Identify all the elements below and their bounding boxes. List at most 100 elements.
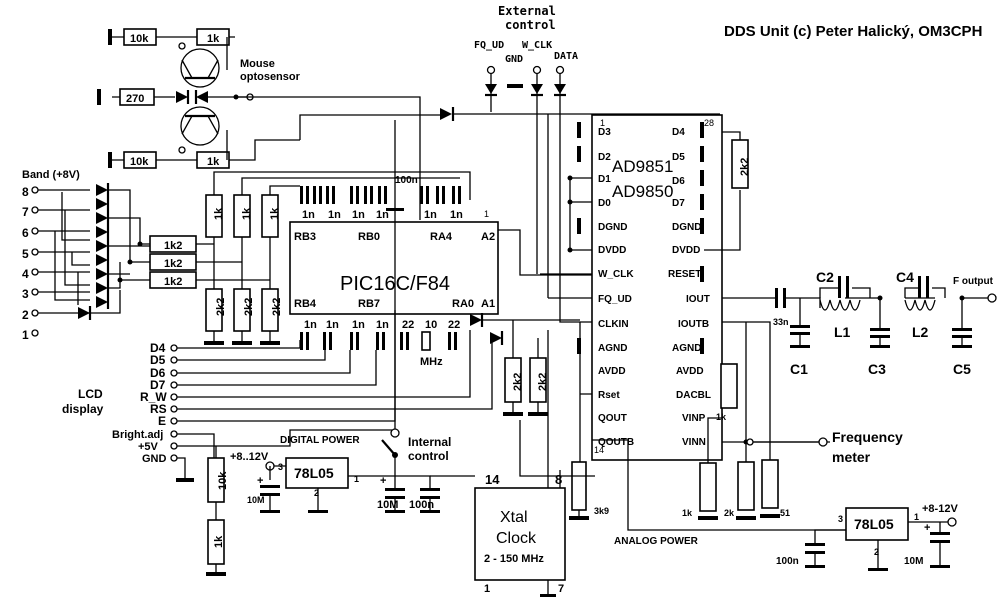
pic-pin-ra4: RA4 [430,231,453,243]
lcd-terminal-gnd[interactable] [170,454,178,462]
cap-analog-1-label: 100n [776,556,799,567]
band-num-3: 3 [22,287,29,301]
cap-digital-1-label: 10M [247,495,265,505]
resistor-out-1k [699,462,717,512]
ext-diode-data [554,84,566,94]
band-terminal-2[interactable] [31,309,39,317]
filter-l2-label: L2 [912,324,929,340]
resistor-rset-label: 3k9 [594,506,609,516]
dds-pin-agnd-r: AGND [672,343,701,354]
dds-pin-d1: D1 [598,174,611,185]
lcd-pin-d7: D7 [150,378,166,392]
resistor-ra0-label: 2k2 [512,373,524,391]
dds-pin-dgnd-l: DGND [598,222,627,233]
xtal-clock-body [474,487,566,581]
dds-pin-qout: QOUT [598,413,627,424]
frequency-meter-label-2: meter [832,449,871,465]
lcd-terminal-d4[interactable] [170,344,178,352]
band-terminal-5[interactable] [31,248,39,256]
resistor-10k-bottom-label: 10k [130,156,149,168]
lcd-pin-e: E [158,414,166,428]
dds-pin-dacbl: DACBL [676,390,711,401]
ext-connector-data[interactable] [555,65,565,75]
band-num-2: 2 [22,308,29,322]
pic-cap-1n-4: 1n [376,209,389,221]
digital-power-label: DIGITAL POWER [280,435,360,446]
resistor-vinn-1k [720,363,738,409]
dds-pin-ioutb: IOUTB [678,319,709,330]
pic-bottom-capacitors [300,331,457,351]
band-num-5: 5 [22,247,29,261]
ext-connector-fq-ud[interactable] [486,65,496,75]
regulator-analog-name: 78L05 [854,516,894,532]
cap-digital-3-label: 100n [409,499,434,511]
band-terminal-8[interactable] [31,186,39,194]
dds-pin-dgnd-r: DGND [672,222,701,233]
dds-pin14-number: 14 [594,445,604,455]
band-num-4: 4 [22,267,29,281]
regulator-analog-pin-in: 3 [838,514,843,524]
analog-power-input-terminal[interactable] [947,517,957,527]
lcd-terminal-e[interactable] [170,417,178,425]
cap-digital-plus-1: + [257,475,263,487]
frequency-meter-terminal[interactable] [818,437,828,447]
mouse-optosensor-block: 10k 1k 270 10k 1k Mouse optosensor [97,28,720,220]
lcd-pin-gnd: GND [142,453,167,465]
lcd-pin-bright: Bright.adj [112,429,163,441]
lcd-terminal-bright[interactable] [170,430,178,438]
pic-top-capacitors [300,186,461,211]
resistor-1k-bottom [196,151,230,169]
pic-pin-ra0: RA0 [452,298,474,310]
lcd-pin-d4: D4 [150,341,166,355]
external-control-heading-1: External [498,4,556,18]
lcd-pin-d6: D6 [150,366,166,380]
pic-crystal-freq: 10 [425,319,437,331]
internal-control-switch[interactable] [381,439,396,456]
xtal-label-3: 2 - 150 MHz [484,553,544,565]
band-terminal-6[interactable] [31,227,39,235]
resistor-10k-top [123,28,157,46]
dds-pin-fq-ud: FQ_UD [598,294,632,305]
ext-connector-w-clk[interactable] [532,65,542,75]
band-terminal-7[interactable] [31,206,39,214]
led-right [196,91,208,103]
cap-digital-2-label: 10M [377,499,398,511]
f-output-terminal[interactable] [987,293,997,303]
frequency-meter-block: Frequency meter [818,429,903,465]
filter-c3-label: C3 [868,361,886,377]
pic-cap-1n-1: 1n [302,209,315,221]
resistor-dds-label: 2k2 [739,158,751,176]
dds-pin-d2: D2 [598,152,611,163]
lcd-terminal-r-w[interactable] [170,393,178,401]
lcd-terminal-d6[interactable] [170,369,178,377]
resistor-270-label: 270 [126,93,144,105]
pic-pull-resistors: 1k 1k 1k 2k2 2k2 2k2 [204,194,283,345]
filter-c4-label: C4 [896,269,914,285]
dds-pin-avdd-r: AVDD [676,366,704,377]
dds-pin-reset: RESET [668,269,701,280]
analog-power-block: ANALOG POWER +8-12V 78L05 3 1 2 100n + 1… [614,503,958,571]
band-terminal-3[interactable] [31,288,39,296]
dds-pin-clkin: CLKIN [598,319,629,330]
pic-cap-1n-5: 1n [424,209,437,221]
pic-cap-1n-b3: 1n [352,319,365,331]
lcd-terminal-5v[interactable] [170,442,178,450]
dds-name-1: AD9851 [612,157,673,176]
band-terminal-1[interactable] [31,329,39,337]
cap-c2 [838,276,841,298]
ext-pin-fq-ud: FQ_UD [474,40,504,51]
dds-pin-rset: Rset [598,390,620,401]
band-num-8: 8 [22,185,29,199]
lcd-terminal-d7[interactable] [170,381,178,389]
dds-pin-d5: D5 [672,152,685,163]
resistor-1k-bottom-label: 1k [207,156,220,168]
lcd-e-test-point[interactable] [390,428,400,438]
ext-diode-fq-ud [485,84,497,94]
lcd-terminal-rs[interactable] [170,405,178,413]
regulator-digital-pin-out: 1 [354,474,359,484]
lcd-terminal-d5[interactable] [170,356,178,364]
pic-pin1-number: 1 [484,209,489,219]
band-terminal-4[interactable] [31,268,39,276]
f-output-label: F output [953,276,994,287]
